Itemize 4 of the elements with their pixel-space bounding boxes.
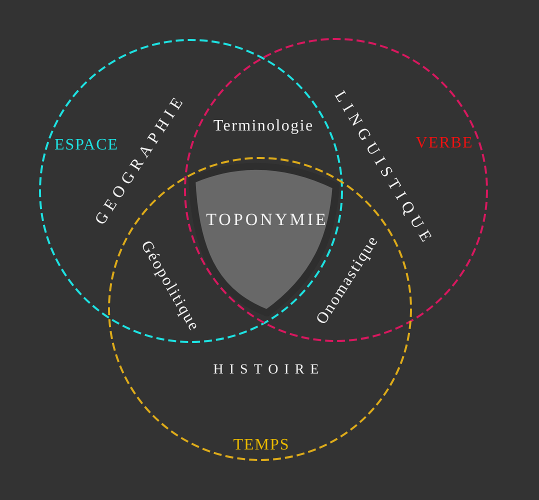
overlap-label: Terminologie — [212, 118, 314, 136]
circle-title: HISTOIRE — [212, 364, 325, 378]
circle-keyword: TEMPS — [232, 438, 290, 454]
center-label: TOPONYMIE — [205, 211, 328, 229]
